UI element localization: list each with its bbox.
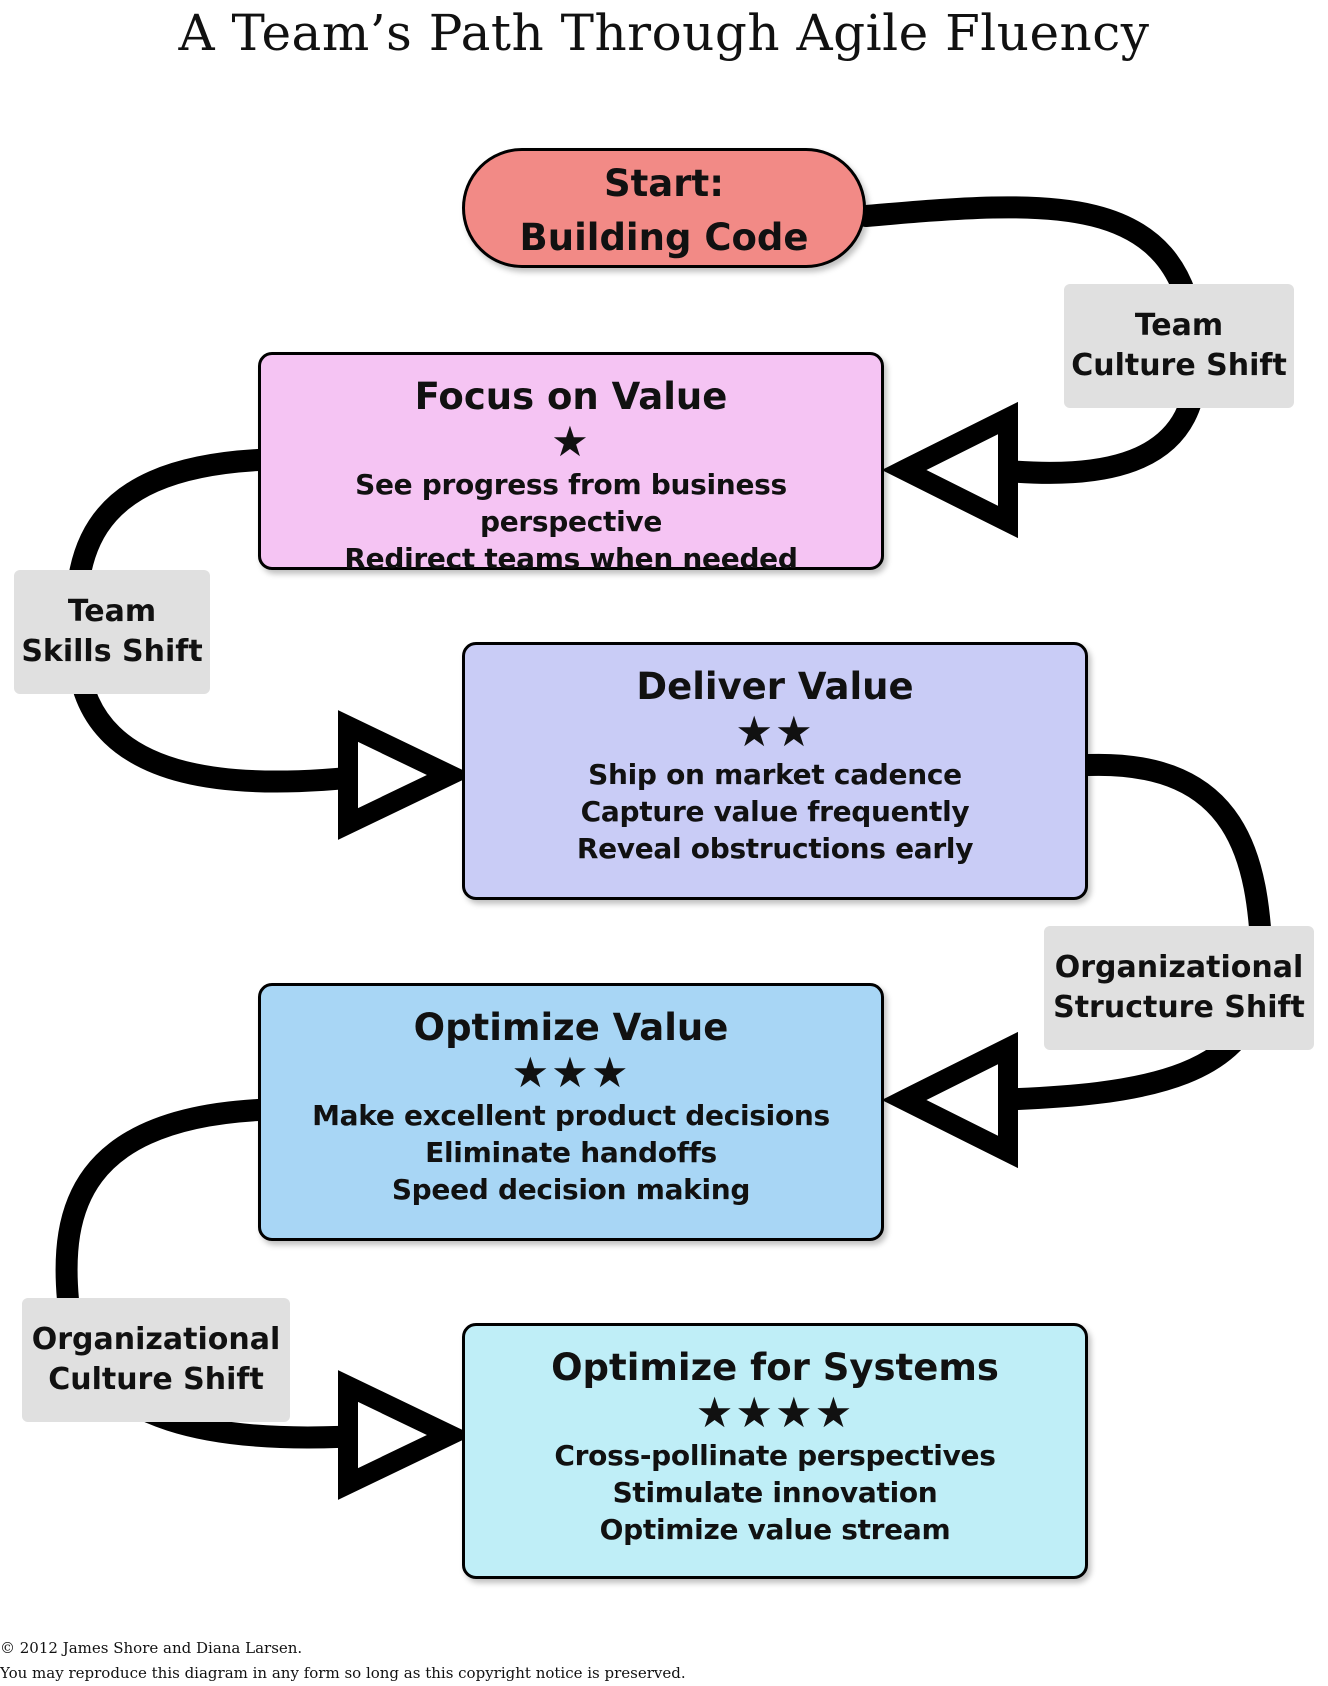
stage-name: Focus on Value: [414, 375, 728, 418]
stage-benefit: Reveal obstructions early: [576, 832, 974, 865]
diagram-title: A Team’s Path Through Agile Fluency: [178, 4, 1150, 62]
star-rating-icon: ★★★★: [695, 1388, 855, 1437]
stage-benefit: Eliminate handoffs: [425, 1136, 717, 1169]
shift-label-line: Organizational: [1054, 950, 1304, 985]
start-node: Start: Building Code: [462, 148, 866, 268]
stage-name: Optimize for Systems: [551, 1346, 999, 1389]
stage-benefit: Make excellent product decisions: [312, 1099, 830, 1132]
shift-label-line: Organizational: [31, 1322, 281, 1357]
stage-optimize-for-systems: Optimize for Systems ★★★★ Cross-pollinat…: [462, 1323, 1088, 1579]
stage-benefit: Stimulate innovation: [612, 1476, 938, 1509]
shift-label-org-culture: Organizational Culture Shift: [22, 1298, 290, 1422]
start-label: Start:: [603, 162, 725, 205]
shift-label-team-culture: Team Culture Shift: [1064, 284, 1294, 408]
stage-benefit: Optimize value stream: [599, 1513, 951, 1546]
copyright-notice: © 2012 James Shore and Diana Larsen. You…: [0, 1636, 1000, 1686]
copyright-line: © 2012 James Shore and Diana Larsen.: [0, 1639, 303, 1657]
shift-label-line: Skills Shift: [21, 634, 203, 669]
stage-benefit: Speed decision making: [391, 1173, 751, 1206]
stage-name: Deliver Value: [636, 665, 914, 708]
arrowhead-optimize: [881, 1031, 1018, 1169]
arrowhead-deliver: [338, 710, 474, 840]
stage-benefit: Capture value frequently: [580, 795, 970, 828]
copyright-line: You may reproduce this diagram in any fo…: [0, 1664, 686, 1682]
stage-benefit: See progress from business perspective: [355, 468, 787, 538]
stage-benefit: Redirect teams when needed: [344, 542, 798, 575]
shift-label-line: Structure Shift: [1053, 990, 1305, 1025]
star-rating-icon: ★: [551, 417, 591, 466]
arrowhead-focus: [881, 401, 1018, 539]
shift-label-line: Culture Shift: [48, 1362, 264, 1397]
stage-deliver-value: Deliver Value ★★ Ship on market cadence …: [462, 642, 1088, 900]
start-stage-name: Building Code: [519, 216, 809, 259]
star-rating-icon: ★★: [735, 707, 815, 756]
shift-label-team-skills: Team Skills Shift: [14, 570, 210, 694]
stage-benefit: Ship on market cadence: [588, 758, 962, 791]
stage-optimize-value: Optimize Value ★★★ Make excellent produc…: [258, 983, 884, 1241]
arrowhead-systems: [338, 1370, 474, 1500]
shift-label-line: Team: [67, 594, 157, 629]
shift-label-line: Team: [1134, 308, 1224, 343]
stage-name: Optimize Value: [413, 1006, 729, 1049]
stage-focus-on-value: Focus on Value ★ See progress from busin…: [258, 352, 884, 575]
shift-label-org-structure: Organizational Structure Shift: [1044, 926, 1314, 1050]
star-rating-icon: ★★★: [511, 1048, 631, 1097]
shift-label-line: Culture Shift: [1071, 348, 1287, 383]
stage-benefit: Cross-pollinate perspectives: [554, 1439, 996, 1472]
